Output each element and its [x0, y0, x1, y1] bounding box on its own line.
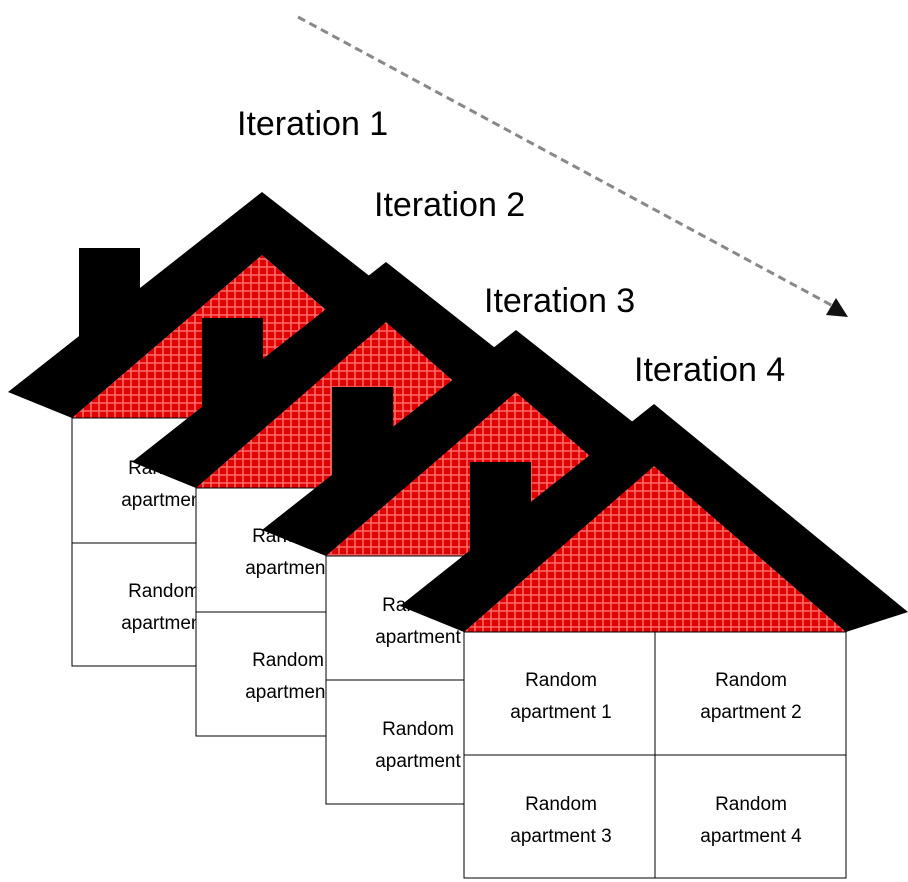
apartment-1-line1: Random: [525, 670, 597, 691]
apartment-2-line1: Random: [715, 670, 787, 691]
apartment-1-line2: apartment: [245, 558, 331, 579]
apartment-4-line2: apartment 4: [700, 826, 802, 847]
apartment-2-line1: Random: [128, 581, 200, 602]
iteration-1-label: Iteration 1: [237, 105, 388, 143]
apartment-1-line2: apartment: [375, 627, 461, 648]
iteration-4-label: Iteration 4: [634, 351, 785, 389]
gable-grid: [464, 466, 846, 632]
iteration-2-label: Iteration 2: [374, 186, 525, 224]
apartment-2-line2: apartment: [245, 682, 331, 703]
roof: [400, 404, 908, 632]
dashed-arrow-icon: [297, 15, 848, 317]
house-iteration-4: Random apartment 1 Random apartment 2 Ra…: [400, 404, 908, 879]
apartment-2-line2: apartment: [375, 751, 461, 772]
apartment-1-line2: apartment: [121, 490, 207, 511]
apartment-2-line2: apartment: [121, 613, 207, 634]
apartment-1-line2: apartment 1: [510, 702, 611, 723]
apartment-3-line2: apartment 3: [510, 826, 611, 847]
apartment-4-line1: Random: [715, 794, 787, 815]
iteration-3-label: Iteration 3: [484, 282, 635, 320]
apartment-2-line1: Random: [252, 650, 324, 671]
apartment-2-line1: Random: [382, 719, 454, 740]
apartment-2-line2: apartment 2: [700, 702, 801, 723]
apartment-3-line1: Random: [525, 794, 597, 815]
